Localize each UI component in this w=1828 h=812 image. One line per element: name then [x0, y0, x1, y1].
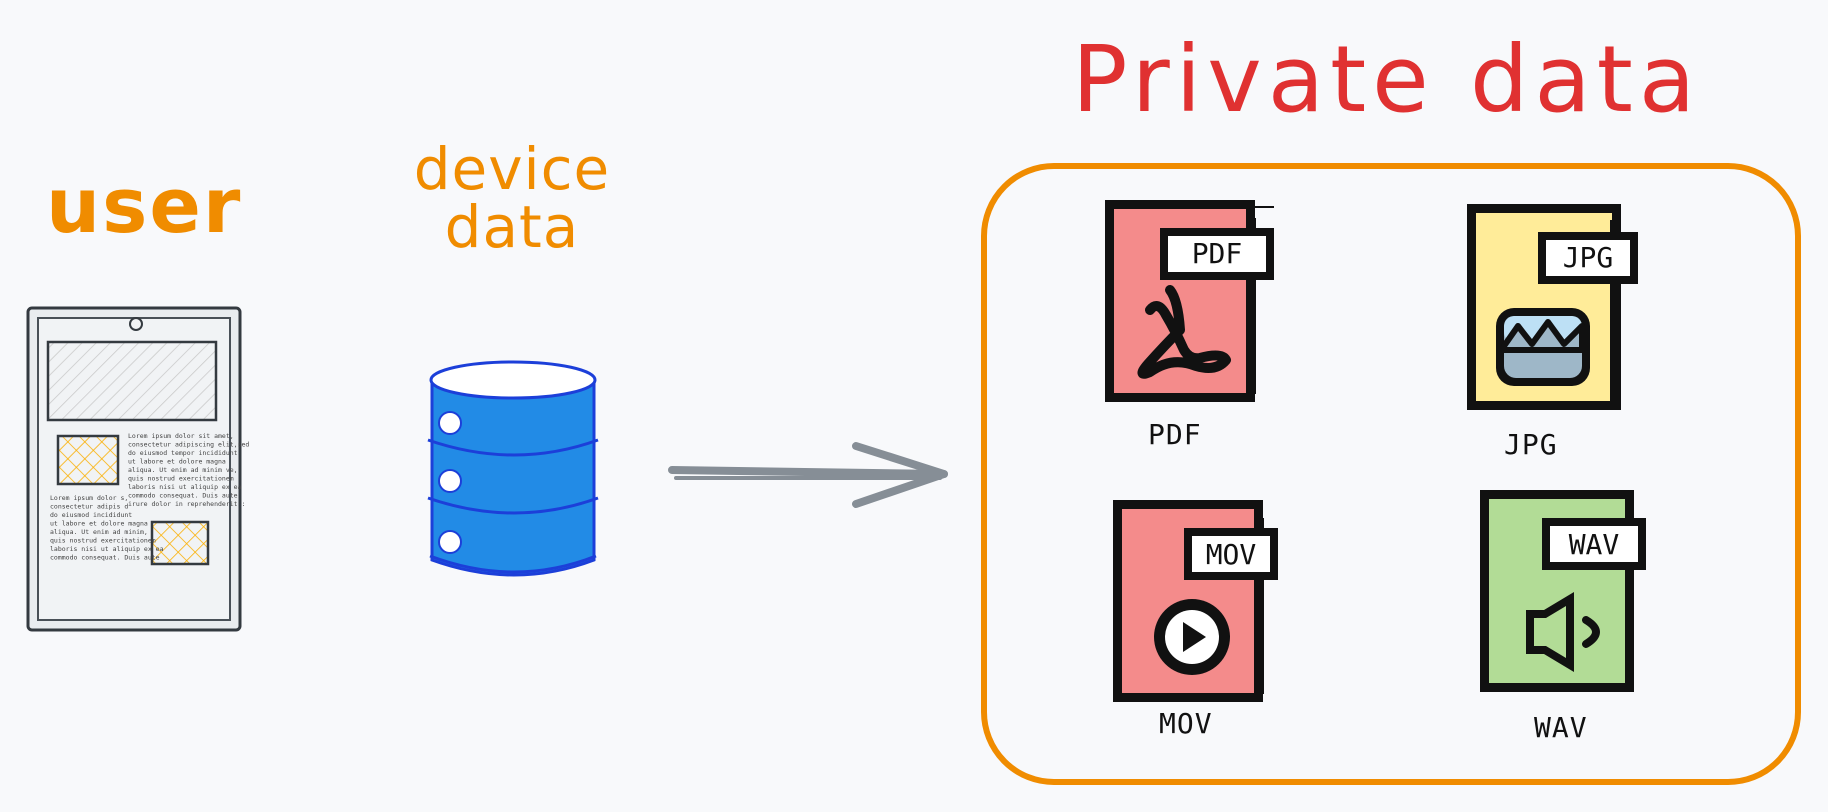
device-text-line: laboris nisi ut aliquip ex ea	[128, 483, 242, 491]
wav-file-icon: WAV	[1480, 490, 1646, 692]
pdf-file-icon: PDF	[1105, 200, 1274, 402]
image-placeholder	[56, 434, 120, 486]
jpg-caption: JPG	[1504, 428, 1558, 461]
image-icon	[1496, 308, 1590, 386]
play-icon	[1154, 599, 1230, 675]
acrobat-icon	[1137, 285, 1231, 379]
device-text-block: Lorem ipsum dolor sit amet,consectetur a…	[128, 432, 249, 508]
arrow-right-icon	[668, 442, 948, 508]
device-text-line: laboris nisi ut aliquip ex ea	[50, 545, 164, 553]
device-text-line: irure dolor in reprehenderit :	[128, 500, 245, 508]
device-text-line: consectetur adipiscing elit,sed	[128, 441, 249, 449]
device-text-line: do eiusmod tempor incididunt	[128, 449, 238, 457]
wav-caption: WAV	[1534, 711, 1588, 744]
device-text-line: Lorem ipsum dolor sit amet,	[128, 432, 234, 440]
database-icon	[427, 360, 599, 577]
device-text-line: quis nostrud exercitationem	[128, 475, 234, 483]
wav-tag-label: WAV	[1569, 528, 1620, 561]
tablet-device-icon: Lorem ipsum dolor sit amet,consectetur a…	[26, 306, 249, 632]
user-label: user	[46, 161, 243, 250]
jpg-file-icon: JPG	[1467, 204, 1638, 410]
device-text-line: aliqua. Ut enim ad minim ve,	[128, 466, 238, 474]
device-text-line: aliqua. Ut enim ad minim,	[50, 528, 148, 536]
speaker-icon	[1526, 592, 1600, 672]
private-data-frame	[981, 163, 1801, 785]
device-text-line: ut labore et dolore magna	[128, 458, 226, 466]
pdf-caption: PDF	[1148, 418, 1202, 451]
page-title: Private data	[1072, 26, 1702, 133]
pdf-tag-label: PDF	[1192, 237, 1243, 270]
device-text-line: commodo consequat. Duis aute	[128, 492, 238, 500]
device-text-line: ut labore et dolore magna	[50, 520, 148, 528]
device-text-block: Lorem ipsum dolor s,consectetur adipis d…	[50, 494, 164, 562]
device-text-line: consectetur adipis d	[50, 503, 128, 511]
mov-tag-label: MOV	[1206, 538, 1257, 571]
device-text-line: do eiusmod incididunt	[50, 511, 132, 519]
device-text-line: commodo consequat. Duis aute	[50, 554, 160, 562]
mov-file-icon: MOV	[1113, 500, 1278, 702]
device-data-label-line2: data	[444, 193, 580, 261]
device-data-label-line1: device	[413, 135, 611, 203]
mov-caption: MOV	[1159, 707, 1213, 740]
device-text-line: quis nostrud exercitationem	[50, 537, 156, 545]
image-placeholder	[150, 520, 210, 566]
device-text-line: Lorem ipsum dolor s,	[50, 494, 128, 502]
jpg-tag-label: JPG	[1563, 241, 1614, 274]
device-data-label: device data	[412, 140, 612, 256]
